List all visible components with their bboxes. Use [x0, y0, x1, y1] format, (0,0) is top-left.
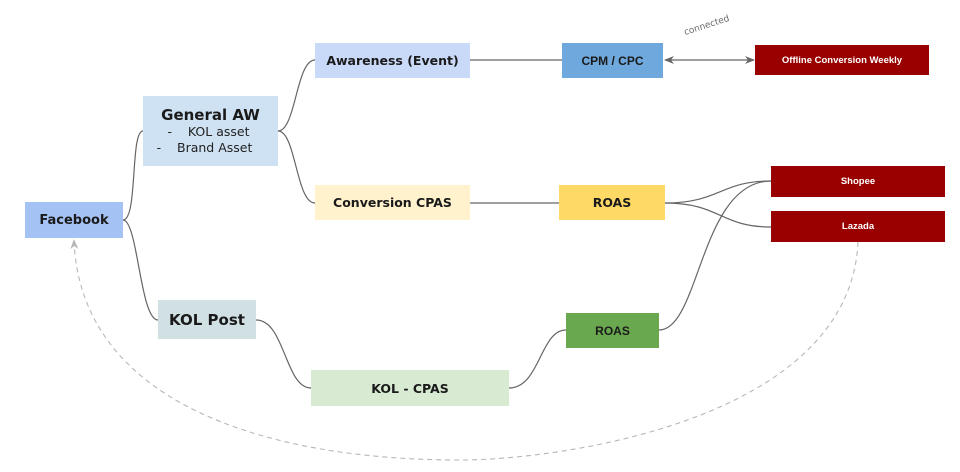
- node-label: General AW: [161, 106, 260, 124]
- node-label: CPM / CPC: [581, 53, 644, 68]
- node-list-item: - KOL asset: [167, 124, 250, 139]
- node-lazada[interactable]: Lazada: [771, 211, 945, 242]
- node-label: KOL Post: [169, 310, 245, 329]
- edge-general-aw-awareness: [277, 59, 316, 132]
- node-label: Facebook: [39, 212, 109, 228]
- node-kol-post[interactable]: KOL Post: [158, 300, 256, 339]
- node-roas-kol[interactable]: ROAS: [566, 313, 659, 348]
- node-list-item: - Brand Asset: [156, 140, 253, 155]
- node-label: Awareness (Event): [326, 53, 459, 68]
- node-facebook[interactable]: Facebook: [25, 202, 123, 238]
- edge-roas-lazada: [664, 202, 772, 228]
- edge-kol-cpas-roas: [508, 329, 567, 389]
- node-kol-cpas[interactable]: KOL - CPAS: [311, 370, 509, 406]
- edge-general-aw-conversion-cpas: [277, 130, 316, 204]
- node-offline-conversion-weekly[interactable]: Offline Conversion Weekly: [755, 45, 929, 75]
- node-label: Conversion CPAS: [333, 195, 452, 210]
- node-label: KOL - CPAS: [371, 380, 449, 396]
- node-cpm-cpc[interactable]: CPM / CPC: [562, 43, 663, 78]
- node-label: Lazada: [841, 221, 875, 232]
- node-label: ROAS: [592, 195, 632, 210]
- node-label: Offline Conversion Weekly: [781, 54, 903, 66]
- edge-facebook-general-aw: [122, 130, 144, 221]
- edge-facebook-kol-post: [122, 219, 159, 321]
- edge-kol-post-kol-cpas: [255, 319, 312, 389]
- edge-roas-shopee: [664, 180, 772, 204]
- node-roas-conversion[interactable]: ROAS: [559, 185, 665, 220]
- node-awareness-event[interactable]: Awareness (Event): [315, 43, 470, 78]
- edge-lazada-facebook-dashed: [70, 239, 859, 461]
- node-shopee[interactable]: Shopee: [771, 166, 945, 197]
- node-label: Shopee: [840, 176, 876, 187]
- node-general-aw[interactable]: General AW - KOL asset - Brand Asset: [143, 96, 278, 166]
- node-label: ROAS: [595, 323, 630, 338]
- edge-roas-kol-shopee: [658, 180, 772, 331]
- node-conversion-cpas[interactable]: Conversion CPAS: [315, 185, 470, 220]
